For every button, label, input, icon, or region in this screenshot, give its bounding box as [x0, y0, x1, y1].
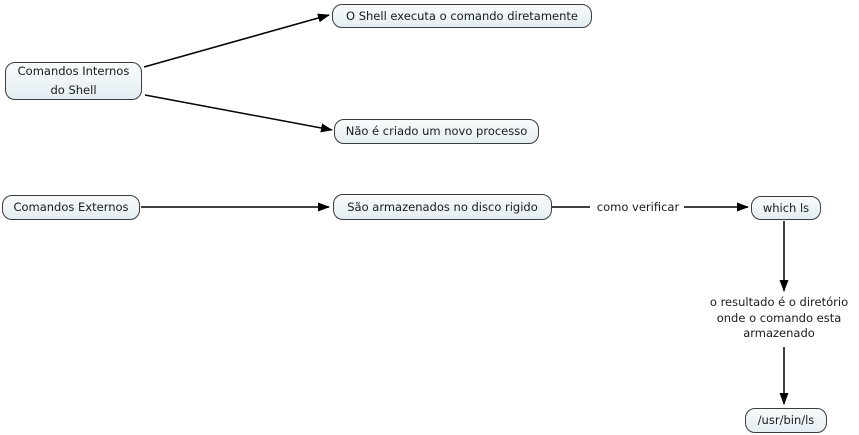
linking-phrase-resultado-diretorio[interactable]: o resultado é o diretório onde o comando… — [695, 295, 859, 342]
node-nao-e-criado-novo-processo[interactable]: Não é criado um novo processo — [334, 119, 539, 144]
node-comandos-externos[interactable]: Comandos Externos — [2, 195, 140, 220]
node-usr-bin-ls[interactable]: /usr/bin/ls — [745, 408, 827, 433]
linking-phrase-como-verificar[interactable]: como verificar — [592, 200, 684, 216]
arrow-internos-to-processo — [144, 94, 333, 133]
node-shell-executa-comando-diretamente[interactable]: O Shell executa o comando diretamente — [332, 4, 592, 28]
arrow-internos-to-executa — [143, 13, 330, 68]
node-armazenados-disco-rigido[interactable]: São armazenados no disco rigido — [333, 194, 552, 220]
node-which-ls[interactable]: which ls — [751, 196, 821, 220]
node-comandos-internos-do-shell[interactable]: Comandos Internos do Shell — [5, 62, 142, 100]
